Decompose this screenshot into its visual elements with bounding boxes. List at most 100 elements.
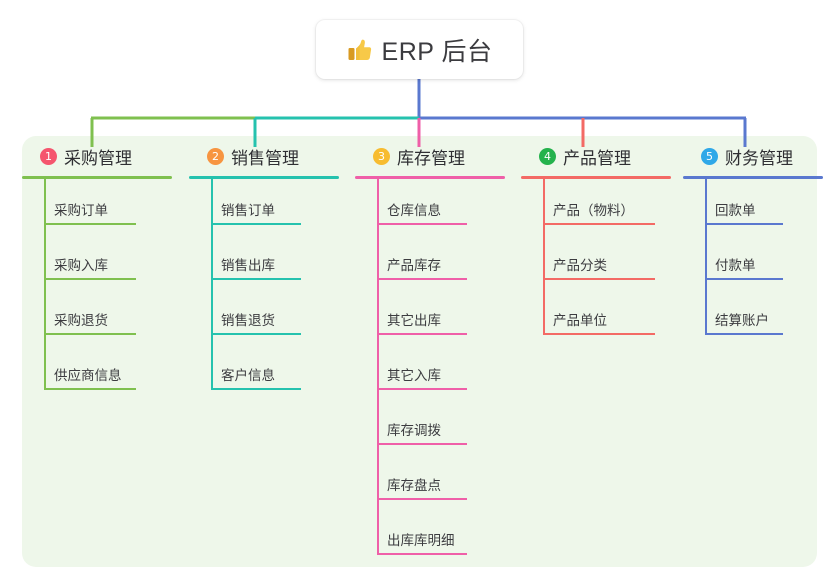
leaf-node[interactable]: 出库库明细: [355, 509, 505, 564]
leaf-underline: [211, 333, 301, 335]
branch-underline-1: [22, 176, 172, 179]
thumbs-up-icon: [347, 37, 373, 63]
branch-children-5: 回款单付款单结算账户: [683, 179, 823, 344]
branch-badge-3: 3: [373, 147, 390, 165]
leaf-node[interactable]: 采购订单: [22, 179, 172, 234]
branch-column-2: 2 销售管理销售订单销售出库销售退货客户信息: [189, 142, 339, 399]
branch-title-3: 库存管理: [397, 148, 465, 168]
root-label: ERP 后台: [381, 37, 493, 66]
leaf-underline: [44, 223, 136, 225]
leaf-label: 产品分类: [553, 258, 607, 273]
branch-spine-3: [377, 179, 379, 555]
leaf-node[interactable]: 客户信息: [189, 344, 339, 399]
leaf-underline: [705, 278, 783, 280]
leaf-underline: [44, 388, 136, 390]
leaf-underline: [543, 223, 655, 225]
root-node[interactable]: ERP 后台: [316, 20, 523, 79]
leaf-label: 产品单位: [553, 313, 607, 328]
leaf-node[interactable]: 销售退货: [189, 289, 339, 344]
branch-column-4: 4 产品管理产品（物料） 产品分类产品单位: [521, 142, 671, 344]
branch-underline-5: [683, 176, 823, 179]
branch-spine-5: [705, 179, 707, 335]
branch-spine-4: [543, 179, 545, 335]
leaf-node[interactable]: 产品单位: [521, 289, 671, 344]
leaf-underline: [705, 333, 783, 335]
branch-header-1[interactable]: 1 采购管理: [22, 142, 172, 170]
leaf-node[interactable]: 其它入库: [355, 344, 505, 399]
leaf-label: 产品（物料）: [553, 203, 634, 218]
leaf-node[interactable]: 仓库信息: [355, 179, 505, 234]
branch-underline-4: [521, 176, 671, 179]
diagram-panel: [22, 136, 817, 567]
leaf-label: 回款单: [715, 203, 756, 218]
branch-header-4[interactable]: 4 产品管理: [521, 142, 671, 170]
leaf-node[interactable]: 产品（物料）: [521, 179, 671, 234]
branch-spine-1: [44, 179, 46, 390]
leaf-label: 产品库存: [387, 258, 441, 273]
leaf-node[interactable]: 付款单: [683, 234, 823, 289]
leaf-node[interactable]: 回款单: [683, 179, 823, 234]
leaf-underline: [543, 278, 655, 280]
branch-badge-2: 2: [207, 147, 224, 165]
branch-spine-2: [211, 179, 213, 390]
leaf-node[interactable]: 产品库存: [355, 234, 505, 289]
leaf-underline: [377, 443, 467, 445]
leaf-underline: [543, 333, 655, 335]
leaf-label: 付款单: [715, 258, 756, 273]
leaf-underline: [211, 223, 301, 225]
leaf-underline: [44, 333, 136, 335]
leaf-underline: [44, 278, 136, 280]
leaf-label: 销售退货: [221, 313, 275, 328]
leaf-node[interactable]: 销售出库: [189, 234, 339, 289]
leaf-label: 采购入库: [54, 258, 108, 273]
leaf-node[interactable]: 库存调拨: [355, 399, 505, 454]
branch-children-4: 产品（物料） 产品分类产品单位: [521, 179, 671, 344]
leaf-node[interactable]: 其它出库: [355, 289, 505, 344]
leaf-node[interactable]: 产品分类: [521, 234, 671, 289]
leaf-underline: [377, 223, 467, 225]
leaf-label: 仓库信息: [387, 203, 441, 218]
leaf-node[interactable]: 库存盘点: [355, 454, 505, 509]
leaf-label: 销售出库: [221, 258, 275, 273]
leaf-node[interactable]: 采购入库: [22, 234, 172, 289]
leaf-label: 出库库明细: [387, 533, 455, 548]
branch-badge-4: 4: [539, 147, 556, 165]
leaf-underline: [377, 278, 467, 280]
branch-underline-2: [189, 176, 339, 179]
leaf-label: 库存盘点: [387, 478, 441, 493]
leaf-label: 其它入库: [387, 368, 441, 383]
branch-header-3[interactable]: 3 库存管理: [355, 142, 505, 170]
branch-title-5: 财务管理: [725, 148, 793, 168]
branch-column-3: 3 库存管理仓库信息产品库存其它出库其它入库库存调拨库存盘点出库库明细: [355, 142, 505, 564]
leaf-underline: [211, 388, 301, 390]
branch-children-1: 采购订单采购入库采购退货供应商信息: [22, 179, 172, 399]
leaf-underline: [377, 553, 467, 555]
leaf-node[interactable]: 销售订单: [189, 179, 339, 234]
leaf-node[interactable]: 结算账户: [683, 289, 823, 344]
branch-title-1: 采购管理: [64, 148, 132, 168]
leaf-node[interactable]: 采购退货: [22, 289, 172, 344]
leaf-label: 其它出库: [387, 313, 441, 328]
leaf-underline: [377, 498, 467, 500]
leaf-underline: [377, 388, 467, 390]
branch-title-4: 产品管理: [563, 148, 631, 168]
leaf-underline: [705, 223, 783, 225]
leaf-label: 客户信息: [221, 368, 275, 383]
leaf-label: 结算账户: [715, 313, 769, 328]
leaf-node[interactable]: 供应商信息: [22, 344, 172, 399]
branch-badge-1: 1: [40, 147, 57, 165]
leaf-label: 销售订单: [221, 203, 275, 218]
branch-column-1: 1 采购管理采购订单采购入库采购退货供应商信息: [22, 142, 172, 399]
leaf-underline: [211, 278, 301, 280]
branch-children-2: 销售订单销售出库销售退货客户信息: [189, 179, 339, 399]
branch-header-2[interactable]: 2 销售管理: [189, 142, 339, 170]
leaf-label: 供应商信息: [54, 368, 122, 383]
branch-underline-3: [355, 176, 505, 179]
branch-title-2: 销售管理: [231, 148, 299, 168]
leaf-label: 采购退货: [54, 313, 108, 328]
leaf-label: 采购订单: [54, 203, 108, 218]
leaf-underline: [377, 333, 467, 335]
